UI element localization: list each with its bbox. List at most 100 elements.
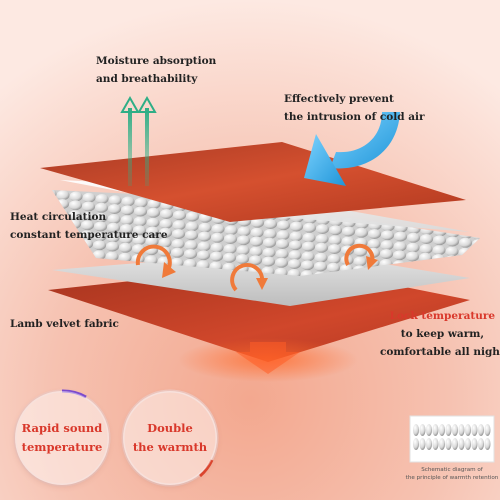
badge-rapid-temperature: Rapid sound temperature: [15, 391, 109, 485]
air-cell: [315, 242, 328, 253]
schematic-cell: [439, 424, 445, 436]
air-cell: [303, 222, 316, 233]
schematic-cell: [413, 424, 419, 436]
air-cell: [275, 249, 289, 259]
air-cell: [95, 202, 108, 213]
air-cell: [237, 226, 251, 237]
air-cell: [275, 257, 288, 268]
badge-rapid-line2: temperature: [21, 440, 103, 454]
air-cell: [198, 231, 211, 242]
air-cell: [302, 241, 315, 252]
air-cell: [407, 232, 420, 243]
label-cold-air: Effectively prevent the intrusion of col…: [284, 93, 425, 123]
air-cell: [380, 249, 393, 259]
air-cell: [316, 224, 329, 234]
air-cell: [147, 199, 161, 209]
air-cell: [354, 246, 367, 257]
air-cell: [251, 217, 264, 228]
air-cell: [224, 234, 237, 244]
air-cell: [355, 227, 368, 238]
air-cell: [432, 245, 446, 256]
air-cell: [158, 237, 172, 248]
air-cell: [262, 256, 275, 267]
air-cell: [146, 226, 159, 237]
schematic-cell: [471, 424, 478, 436]
badge-ring-rapid-accent: [61, 389, 87, 399]
schematic-cell: [452, 424, 458, 436]
air-cell: [210, 242, 224, 253]
air-cell: [341, 236, 355, 247]
badge-ring-double: [121, 389, 219, 487]
air-cell: [95, 194, 109, 204]
air-cell: [393, 241, 407, 252]
air-cell: [133, 225, 146, 236]
schematic-cell: [478, 424, 484, 436]
air-cell: [184, 249, 197, 259]
air-cell: [132, 235, 146, 246]
schematic-caption: Schematic diagram of the principle of wa…: [405, 467, 499, 481]
air-cell: [250, 236, 263, 247]
air-cell: [315, 234, 329, 244]
air-cell: [224, 225, 238, 236]
air-cell: [69, 200, 82, 211]
air-cell: [393, 250, 406, 261]
label-moisture: Moisture absorption and breathability: [96, 55, 217, 85]
air-cell: [197, 241, 211, 252]
air-cell: [145, 236, 159, 247]
air-cell: [290, 221, 303, 232]
air-cell: [263, 229, 277, 239]
air-cell: [119, 242, 132, 253]
air-cell: [236, 245, 250, 256]
air-cell: [118, 252, 132, 263]
air-cell: [223, 252, 236, 263]
air-cell: [120, 224, 133, 234]
air-cell: [121, 196, 135, 207]
air-cell: [82, 192, 96, 203]
label-lock-temperature: Lock temperature to keep warm, comfortab…: [380, 310, 500, 358]
air-cell: [211, 224, 225, 234]
air-cell: [185, 221, 199, 232]
schematic-cell: [484, 438, 491, 450]
badge-double-line2: the warmth: [132, 440, 208, 454]
air-cell: [249, 255, 262, 266]
air-cell: [381, 230, 394, 241]
air-cell: [301, 251, 315, 262]
air-cell: [197, 250, 210, 261]
air-cell: [159, 227, 172, 238]
air-cell: [327, 254, 341, 264]
air-cell: [367, 239, 381, 249]
schematic-cell: [426, 424, 432, 436]
air-cell: [420, 234, 433, 244]
air-cell: [93, 240, 106, 251]
air-cell: [121, 205, 134, 216]
air-cell: [107, 214, 121, 224]
air-cell: [184, 240, 198, 251]
air-cell: [314, 261, 327, 272]
air-cell: [159, 219, 173, 229]
air-cell: [342, 226, 355, 237]
air-cell: [368, 229, 381, 239]
badge-double-line1: Double: [147, 421, 193, 435]
label-heat-circulation: Heat circulation constant temperature ca…: [10, 211, 168, 241]
air-cell: [459, 237, 472, 248]
air-cell: [146, 217, 160, 228]
air-cell: [237, 235, 250, 246]
air-cell: [198, 222, 212, 233]
air-cell: [119, 234, 133, 244]
air-cell: [446, 236, 459, 247]
air-cell: [236, 254, 249, 264]
air-cell: [108, 204, 121, 214]
air-cell: [249, 246, 263, 257]
schematic-cell: [439, 438, 445, 450]
schematic-cell: [432, 424, 439, 436]
schematic-cell: [419, 424, 426, 436]
air-cell: [394, 231, 407, 242]
schematic-cell: [458, 424, 465, 436]
air-cell: [419, 244, 433, 254]
schematic-cell: [484, 424, 491, 436]
air-cell: [406, 242, 420, 253]
schematic-cells: [413, 424, 491, 450]
air-cell: [263, 237, 276, 248]
air-cell: [262, 247, 276, 258]
